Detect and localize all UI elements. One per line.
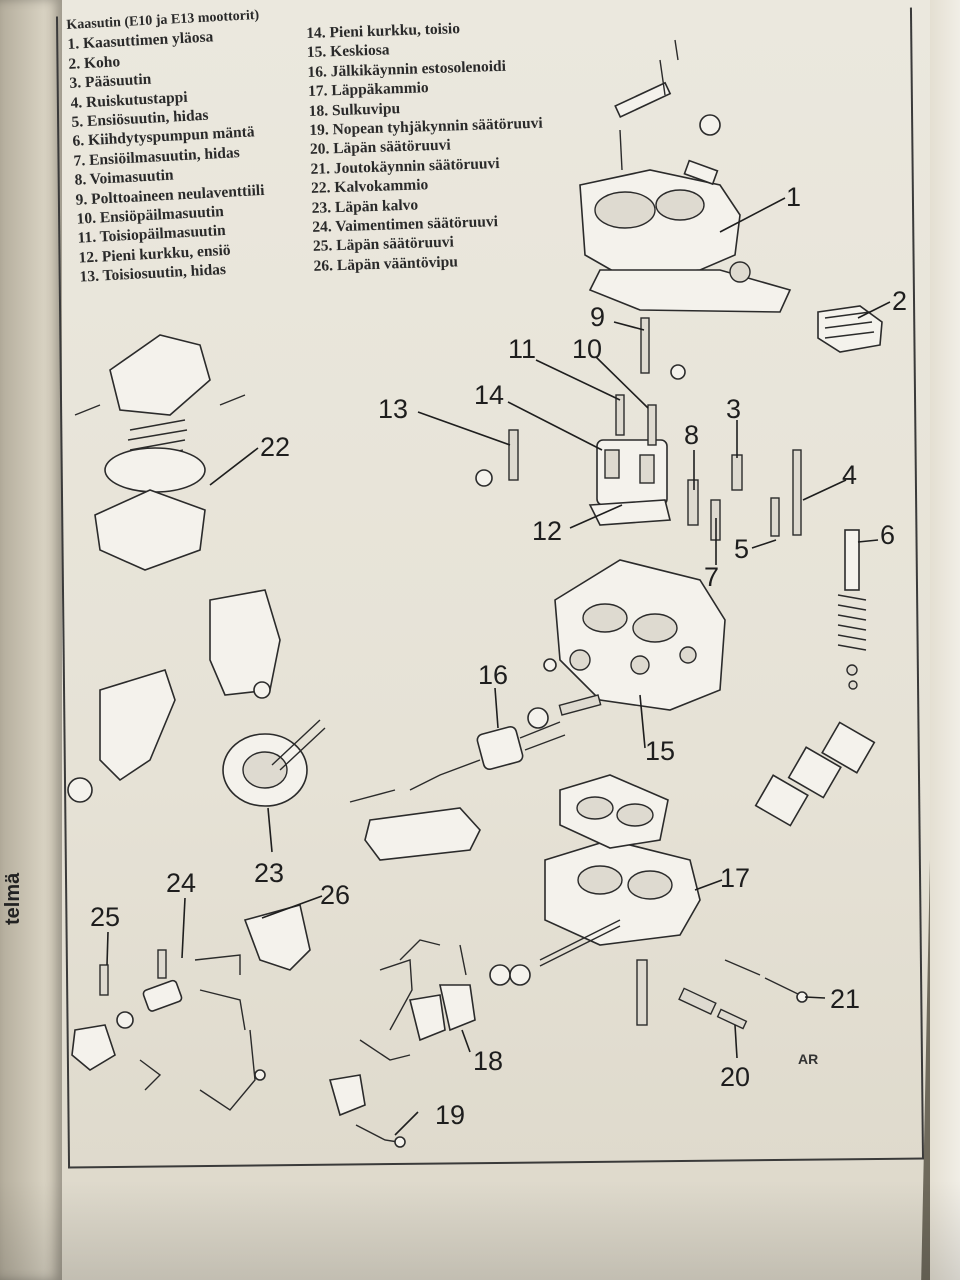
callout-20: 20 [720,1062,750,1092]
part-gaskets [754,721,876,827]
callout-23: 23 [254,858,284,888]
callout-14: 14 [474,380,504,410]
part-solenoid [349,658,602,803]
previous-page-edge [0,0,62,1280]
part-main-body [554,559,726,711]
next-page-edge [930,0,960,1280]
part-float [817,305,883,353]
callout-22: 22 [260,432,290,462]
callout-2: 2 [892,286,907,316]
callout-24: 24 [166,868,196,898]
callout-7: 7 [704,562,719,592]
callout-1: 1 [786,182,801,212]
callout-26: 26 [320,880,350,910]
part-adjust-screws [678,959,808,1030]
part-carburetor-top [579,39,792,313]
part-pump-piston [837,529,867,690]
callout-11: 11 [508,334,536,364]
callout-5: 5 [734,534,749,564]
callout-3: 3 [726,394,741,424]
callout-8: 8 [684,420,699,450]
callout-16: 16 [478,660,508,690]
part-fast-idle-linkage [328,939,531,1148]
part-jets-cluster [475,317,802,541]
part-throttle-chamber [539,774,701,1026]
part-choke-diaphragm [67,589,481,861]
callout-18: 18 [473,1046,503,1076]
callout-19: 19 [435,1100,465,1130]
callout-10: 10 [572,334,602,364]
corner-mark: AR [798,1051,818,1067]
callout-25: 25 [90,902,120,932]
callout-12: 12 [532,516,562,546]
part-choke-linkage [71,904,311,1111]
callout-21: 21 [830,984,860,1014]
part-diaphragm-chamber [74,334,246,571]
callout-4: 4 [842,460,857,490]
callout-9: 9 [590,302,605,332]
callout-6: 6 [880,520,895,550]
callout-13: 13 [378,394,408,424]
callout-15: 15 [645,736,675,766]
callout-17: 17 [720,863,750,893]
